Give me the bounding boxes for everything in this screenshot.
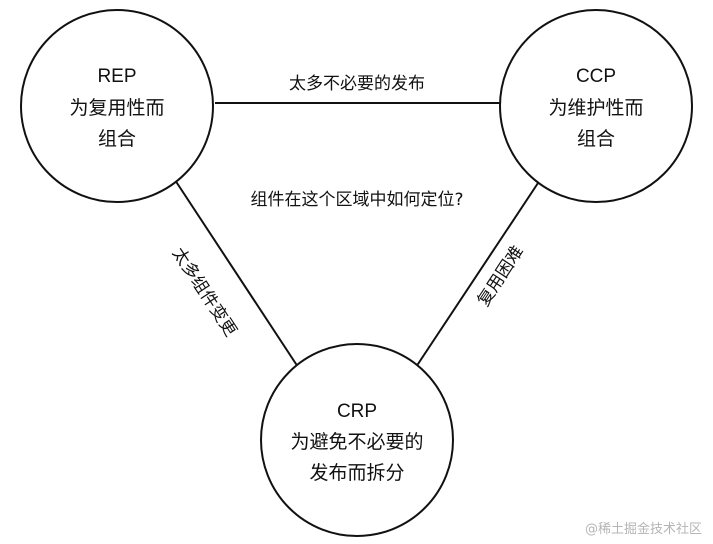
node-crp-line2: 发布而拆分 <box>309 462 404 484</box>
edge-label-right: 复用困难 <box>474 242 528 310</box>
node-ccp-line2: 组合 <box>577 128 615 150</box>
edge-line-rep-crp <box>174 179 299 368</box>
node-rep-circle <box>20 9 214 203</box>
node-crp-line1: 为避免不必要的 <box>290 431 423 453</box>
node-crp-title: CRP <box>337 401 377 422</box>
node-ccp-line1: 为维护性而 <box>548 97 643 119</box>
edge-label-top: 太多不必要的发布 <box>289 74 425 94</box>
node-rep-line1: 为复用性而 <box>69 97 164 119</box>
edge-label-left: 太多组件变更 <box>168 244 241 340</box>
node-crp-circle <box>260 343 454 537</box>
node-ccp-title: CCP <box>576 66 616 87</box>
node-ccp-circle <box>499 9 693 203</box>
node-rep-title: REP <box>97 66 136 87</box>
node-rep-line2: 组合 <box>98 128 136 150</box>
watermark-text: @稀土掘金技术社区 <box>585 521 702 537</box>
edge-line-ccp-crp <box>415 179 541 368</box>
center-question: 组件在这个区域中如何定位? <box>250 190 463 210</box>
